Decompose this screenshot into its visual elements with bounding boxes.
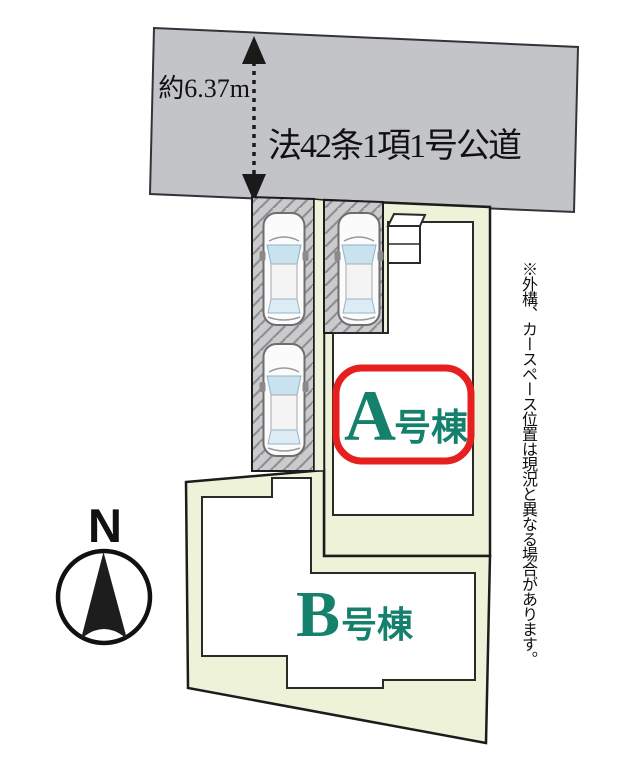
car-2 (333, 212, 385, 326)
road-area (148, 26, 580, 214)
entrance-porch (386, 212, 427, 264)
building-a-suffix: 号棟 (394, 407, 469, 448)
dimension-label: 約6.37m (158, 74, 250, 103)
arrow-head-top (242, 36, 266, 64)
building-b-footprint (201, 477, 476, 689)
building-b-letter: B (296, 578, 340, 651)
car-1 (258, 212, 310, 326)
road-label: 法42条1項1号公道 (268, 127, 521, 165)
building-b-suffix: 号棟 (341, 604, 414, 645)
compass-needle-icon (81, 552, 127, 639)
disclaimer-note: ※外構、カースペース位置は現況と異なる場合があります。 (519, 261, 536, 666)
parking-divider (313, 198, 325, 472)
car-3 (258, 343, 310, 457)
building-a-letter: A (344, 376, 396, 456)
building-a-label-box (332, 364, 475, 465)
compass: N (55, 499, 153, 646)
arrow-head-bottom (242, 174, 266, 202)
compass-n-label: N (88, 499, 122, 552)
dimension-arrow (242, 36, 266, 202)
